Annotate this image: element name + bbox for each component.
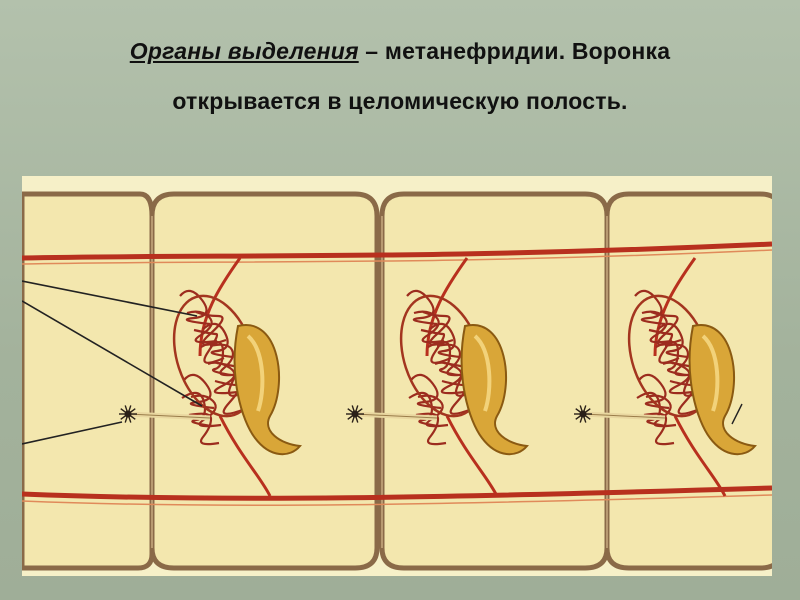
nephrostome-funnel [579, 410, 587, 418]
ventral-vessel [22, 485, 772, 501]
slide-title-line-2: открывается в целомическую полость. [172, 88, 628, 114]
slide-title-line-1: Органы выделения – метанефридии. Воронка [0, 38, 800, 65]
bladder [233, 324, 302, 456]
nephridia-group [119, 257, 757, 497]
upper-branch-vessel [425, 257, 469, 357]
nephridium-1 [119, 257, 302, 497]
tubule-loop [650, 310, 682, 346]
ventral-vessel-highlight [22, 494, 772, 507]
tubule-loop [664, 343, 696, 377]
lower-branch-vessel [673, 415, 727, 497]
tubule-loop [179, 289, 211, 326]
tubule-loop [183, 373, 215, 410]
nephrostome-funnel [124, 410, 132, 418]
tubule-loop [634, 289, 666, 326]
title-rest: – метанефридии. Воронка [358, 38, 671, 64]
nephrostome-duct-edge [582, 413, 666, 419]
nephrostome-duct-edge [127, 413, 211, 419]
lower-branch-vessel [218, 415, 272, 497]
worm-segments-svg [22, 176, 772, 576]
upper-branch-vessel [653, 257, 697, 357]
segment-3 [604, 191, 772, 571]
bladder-highlight [473, 334, 492, 412]
tubule-loop [406, 289, 438, 326]
pointer-mark-right [731, 403, 743, 425]
tubule-loop [195, 310, 227, 346]
pointer-lines-group [22, 280, 743, 445]
tubule-loop [436, 343, 468, 377]
bladder [688, 324, 757, 456]
metanephridia-illustration [22, 176, 772, 576]
tubule-loop [422, 310, 454, 346]
tubule-loop [190, 394, 222, 428]
tubule-loop [417, 394, 449, 428]
tubule-loop [186, 310, 218, 344]
tubule-loop [641, 310, 673, 344]
pointer-line-2 [22, 300, 203, 407]
pointer-line-3 [22, 421, 123, 445]
dorsal-vessel [22, 241, 772, 261]
blood-vessels-group [22, 241, 772, 507]
bladder-highlight [246, 334, 265, 412]
tubule-loop [410, 373, 442, 410]
title-emphasis: Органы выделения [129, 38, 359, 64]
nephridium-2 [346, 257, 529, 497]
tubule-loop [648, 328, 680, 364]
tubule-loop [643, 412, 675, 446]
tubule-loop [638, 373, 670, 410]
tubule-loop [415, 412, 447, 446]
tubule-loop [420, 328, 452, 364]
tubule-loop [188, 412, 220, 446]
nephridium-3 [574, 257, 757, 497]
bladder [460, 324, 529, 456]
tubule-loop [413, 310, 445, 344]
upper-branch-vessel [198, 257, 242, 357]
tubule-loop [209, 343, 241, 377]
pointer-line-1 [22, 280, 198, 317]
bladder-highlight [701, 334, 720, 412]
lower-branch-vessel [445, 415, 499, 497]
tubule-loop [193, 328, 225, 364]
nephrostome-duct-edge [354, 413, 438, 419]
tubule-loop [645, 394, 677, 428]
segment-partial-left [22, 191, 155, 571]
nephrostome-funnel [351, 410, 359, 418]
dorsal-vessel-highlight [22, 249, 772, 265]
